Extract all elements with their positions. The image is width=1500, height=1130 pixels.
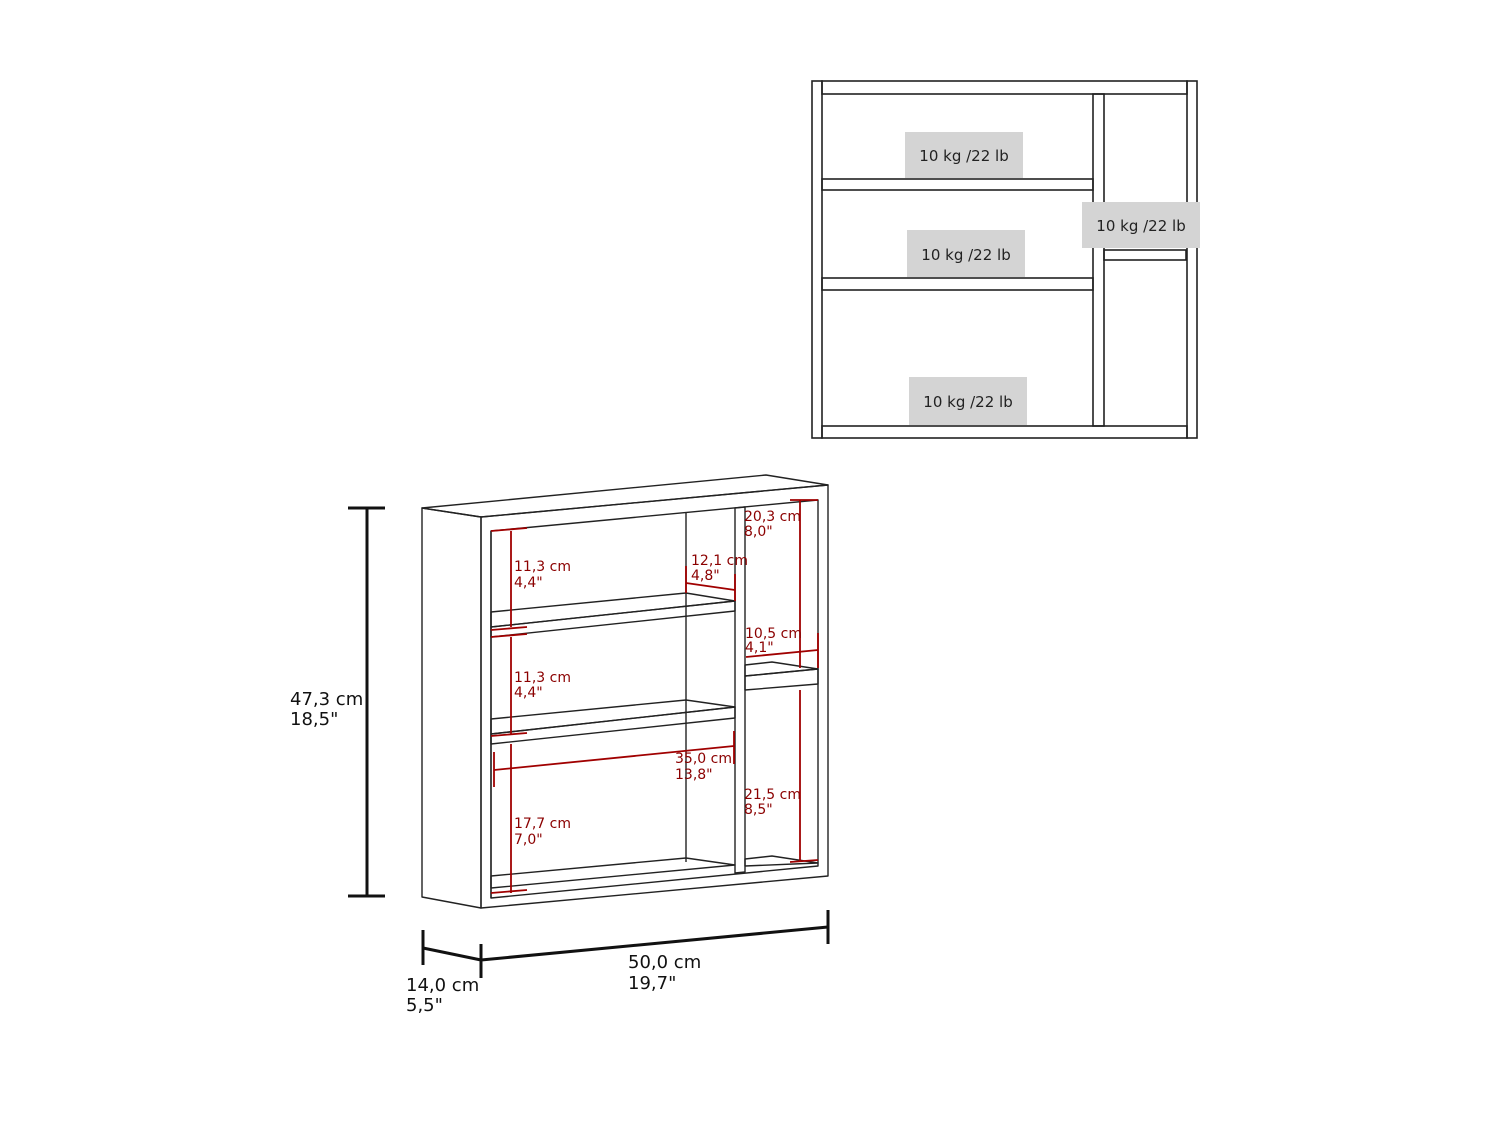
overall-dimension-lines	[348, 506, 830, 978]
dim-shelf-depth-in: 4,8"	[691, 568, 720, 584]
dim-bottom-gap-cm: 17,7 cm	[514, 816, 571, 832]
load-label-side: 10 kg /22 lb	[1096, 217, 1185, 235]
front-frame-outer	[480, 484, 829, 909]
load-label-top: 10 kg /22 lb	[919, 147, 1008, 165]
load-label-bottom: 10 kg /22 lb	[923, 393, 1012, 411]
perspective-shelf-1-front	[490, 600, 736, 638]
dim-width-in: 19,7"	[628, 973, 676, 994]
dim-height-cm: 47,3 cm	[290, 689, 363, 710]
dim-width-cm: 50,0 cm	[628, 952, 701, 973]
dim-shelf-width-in: 13,8"	[675, 767, 713, 783]
dim-side-width-in: 4,1"	[745, 640, 774, 656]
dim-shelf-depth-cm: 12,1 cm	[691, 553, 748, 569]
dim-bottom-gap-in: 7,0"	[514, 832, 543, 848]
perspective-shelf-2-front	[490, 706, 736, 745]
dim-depth-in: 5,5"	[406, 995, 443, 1016]
bottom-panel	[821, 425, 1188, 439]
right-post	[1186, 80, 1198, 439]
dim-height-in: 18,5"	[290, 709, 338, 730]
inner-dimension-lines	[490, 499, 819, 894]
load-badge-side: 10 kg /22 lb	[1082, 202, 1200, 248]
vertical-divider	[1092, 93, 1105, 427]
load-label-middle: 10 kg /22 lb	[921, 246, 1010, 264]
dim-middle-gap-cm: 11,3 cm	[514, 670, 571, 686]
inner-dimension-labels: 11,3 cm 4,4" 11,3 cm 4,4" 17,7 cm 7,0" 1…	[514, 509, 802, 848]
load-badge-bottom: 10 kg /22 lb	[909, 377, 1027, 425]
dim-top-gap-cm: 11,3 cm	[514, 559, 571, 575]
dim-top-gap-in: 4,4"	[514, 575, 543, 591]
load-capacity-front-view	[811, 80, 1198, 439]
dim-side-width-cm: 10,5 cm	[745, 626, 802, 642]
front-shelf-lower	[821, 277, 1094, 291]
dim-side-lower-in: 8,5"	[744, 802, 773, 818]
left-post	[811, 80, 823, 439]
overall-dimension-labels: 47,3 cm 18,5" 50,0 cm 19,7" 14,0 cm 5,5"	[290, 689, 701, 1016]
perspective-bottom-ledge	[490, 857, 736, 889]
top-panel	[821, 80, 1188, 95]
dim-side-upper-cm: 20,3 cm	[744, 509, 801, 525]
front-side-shelf	[1103, 249, 1187, 261]
front-shelf-upper	[821, 178, 1094, 191]
dim-side-upper-in: 8,0"	[744, 524, 773, 540]
perspective-shelf-1-top	[490, 592, 736, 628]
dim-depth-cm: 14,0 cm	[406, 975, 479, 996]
dim-middle-gap-in: 4,4"	[514, 685, 543, 701]
perspective-divider	[734, 506, 746, 874]
load-badge-middle: 10 kg /22 lb	[907, 230, 1025, 277]
dim-shelf-width-cm: 35,0 cm	[675, 751, 732, 767]
perspective-shelf-2-top	[490, 699, 736, 735]
dim-side-lower-cm: 21,5 cm	[744, 787, 801, 803]
left-side-face	[421, 507, 482, 909]
load-badge-top: 10 kg /22 lb	[905, 132, 1023, 178]
